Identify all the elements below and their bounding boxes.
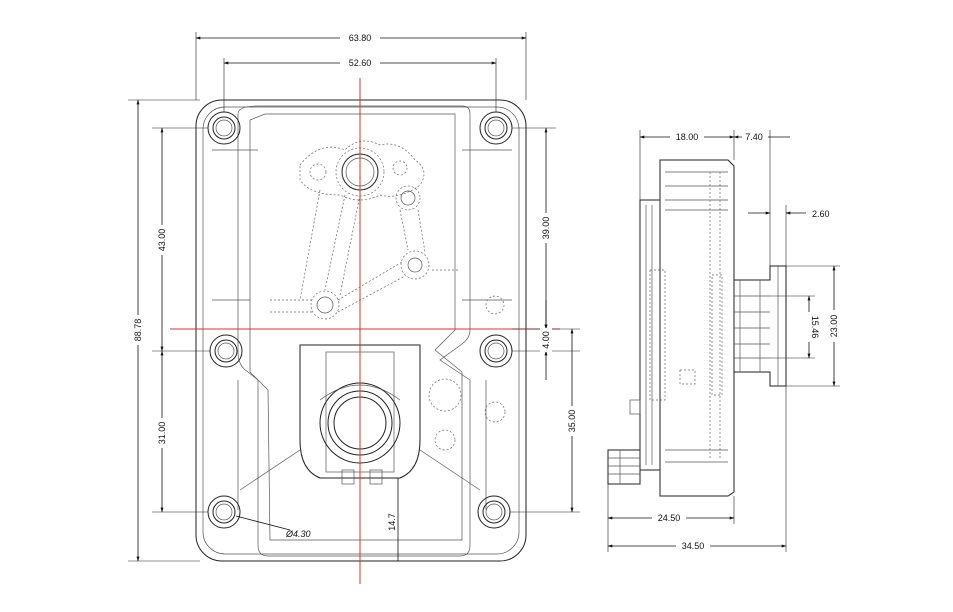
dim-side-step: 2.60 — [812, 209, 830, 219]
mounting-hole-tl — [207, 111, 241, 145]
dim-shaft-outer: 23.00 — [829, 315, 839, 338]
mounting-hole-br — [477, 495, 511, 529]
dim-side-bottom-2: 34.50 — [682, 541, 705, 551]
dim-overall-width: 63.80 — [349, 33, 372, 43]
dim-side-top-right: 7.40 — [745, 132, 763, 142]
mounting-hole-mr — [479, 334, 513, 368]
dim-shaft-inner: 15.46 — [810, 316, 820, 339]
dim-side-bottom-1: 24.50 — [658, 513, 681, 523]
output-shaft — [733, 265, 787, 387]
dim-hole-spacing-width: 52.60 — [349, 58, 372, 68]
mounting-hole-ml — [209, 334, 243, 368]
dim-overall-height: 88.78 — [133, 319, 143, 342]
front-view: 63.80 52.60 88.78 43.00 31.00 39.00 4.00… — [128, 32, 580, 584]
dim-right-mid: 4.00 — [541, 331, 551, 349]
dim-left-upper: 43.00 — [157, 229, 167, 252]
mounting-hole-tr — [479, 111, 513, 145]
dim-side-top-left: 18.00 — [676, 132, 699, 142]
dim-right-upper: 39.00 — [541, 217, 551, 240]
mounting-hole-bl — [207, 495, 241, 529]
dim-left-lower: 31.00 — [157, 422, 167, 445]
dim-hole-diameter: Ø4.30 — [285, 529, 311, 539]
dim-right-lower: 35.00 — [567, 410, 577, 433]
front-outline — [195, 99, 527, 562]
side-view: 18.00 7.40 2.60 23.00 15.46 24.50 34.50 — [607, 130, 840, 552]
dim-slot: 14.7 — [387, 513, 397, 531]
extension-lines — [128, 32, 580, 562]
